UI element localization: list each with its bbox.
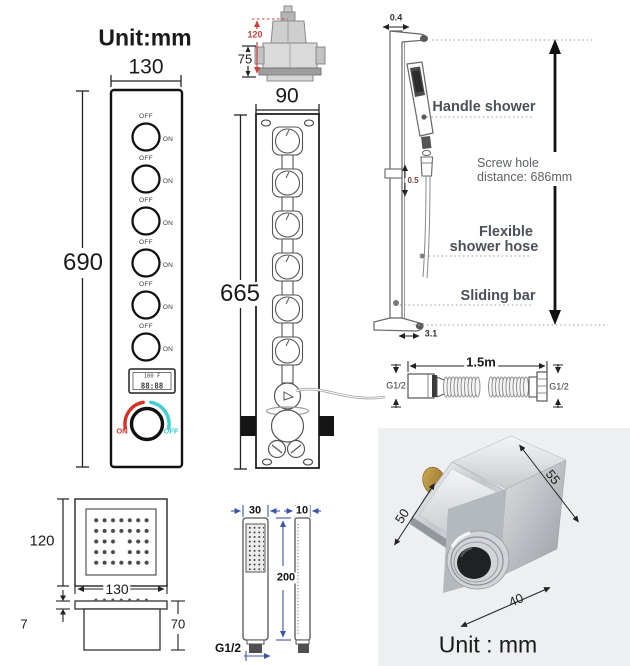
switch-off-label: OFF [139,154,153,162]
switch-off-label: OFF [139,280,153,288]
base-depth-dim: 3.1 [424,328,438,339]
slide-bar-drawing [373,24,608,339]
temp-hot-label: ON [116,426,128,436]
main-panel-drawing [76,75,184,469]
hand-shower-width-dim: 30 [246,504,264,517]
switch-off-label: OFF [139,112,153,120]
switch-on-label: ON [162,177,174,185]
rough-in-height-dim: 665 [217,280,263,307]
lcd-line2: 88:88 [140,380,164,390]
hand-shower-depth-dim: 10 [293,504,311,517]
valve-depth-dim: 120 [245,29,265,40]
body-jet-drawing [56,498,185,651]
hand-shower-drawing [231,505,321,661]
flexible-hose-label-1: Flexible [479,223,533,240]
main-panel-width-dim: 130 [128,55,164,79]
holder-offset-dim: 0.5 [405,176,421,185]
hose-drawing [391,361,563,408]
switch-on-label: ON [162,345,174,353]
switch-on-label: ON [162,303,174,311]
rough-in-panel-drawing [234,5,386,470]
jet-width-dim: 130 [103,581,131,597]
sliding-bar-label: Sliding bar [460,287,536,304]
jet-flange-dim: 7 [20,616,28,632]
screw-hole-label-1: Screw hole [477,156,539,170]
bar-width-dim: 0.4 [389,12,403,23]
hand-shower-thread-label: G1/2 [214,641,242,655]
unit-label-bottom: Unit : mm [438,631,538,658]
switch-off-label: OFF [139,322,153,330]
switch-on-label: ON [162,261,174,269]
hand-shower-length-dim: 200 [274,571,298,584]
hose-thread-right: G1/2 [549,381,569,392]
screw-hole-label-2: distance: 686mm [477,170,573,184]
main-panel-height-dim: 690 [60,249,106,276]
hose-thread-left: G1/2 [386,380,406,391]
unit-label-top: Unit:mm [98,24,192,51]
hose-length-dim: 1.5m [464,354,498,370]
flexible-hose-label-2: shower hose [449,238,539,255]
switch-on-label: ON [162,135,174,143]
temperature-knob [129,406,165,442]
switch-off-label: OFF [139,196,153,204]
valve-body-dim: 75 [235,51,255,67]
wall-connector-photo [378,428,630,666]
valve-drawing [254,5,326,82]
lcd-line1: 100 F [143,373,161,380]
jet-depth-dim: 70 [168,616,188,632]
switch-off-label: OFF [139,238,153,246]
handle-shower-label: Handle shower [432,98,536,115]
rough-in-width-dim: 90 [275,84,299,108]
switch-on-label: ON [162,219,174,227]
jet-height-dim: 120 [29,532,55,550]
temp-cold-label: OFF [163,426,179,436]
